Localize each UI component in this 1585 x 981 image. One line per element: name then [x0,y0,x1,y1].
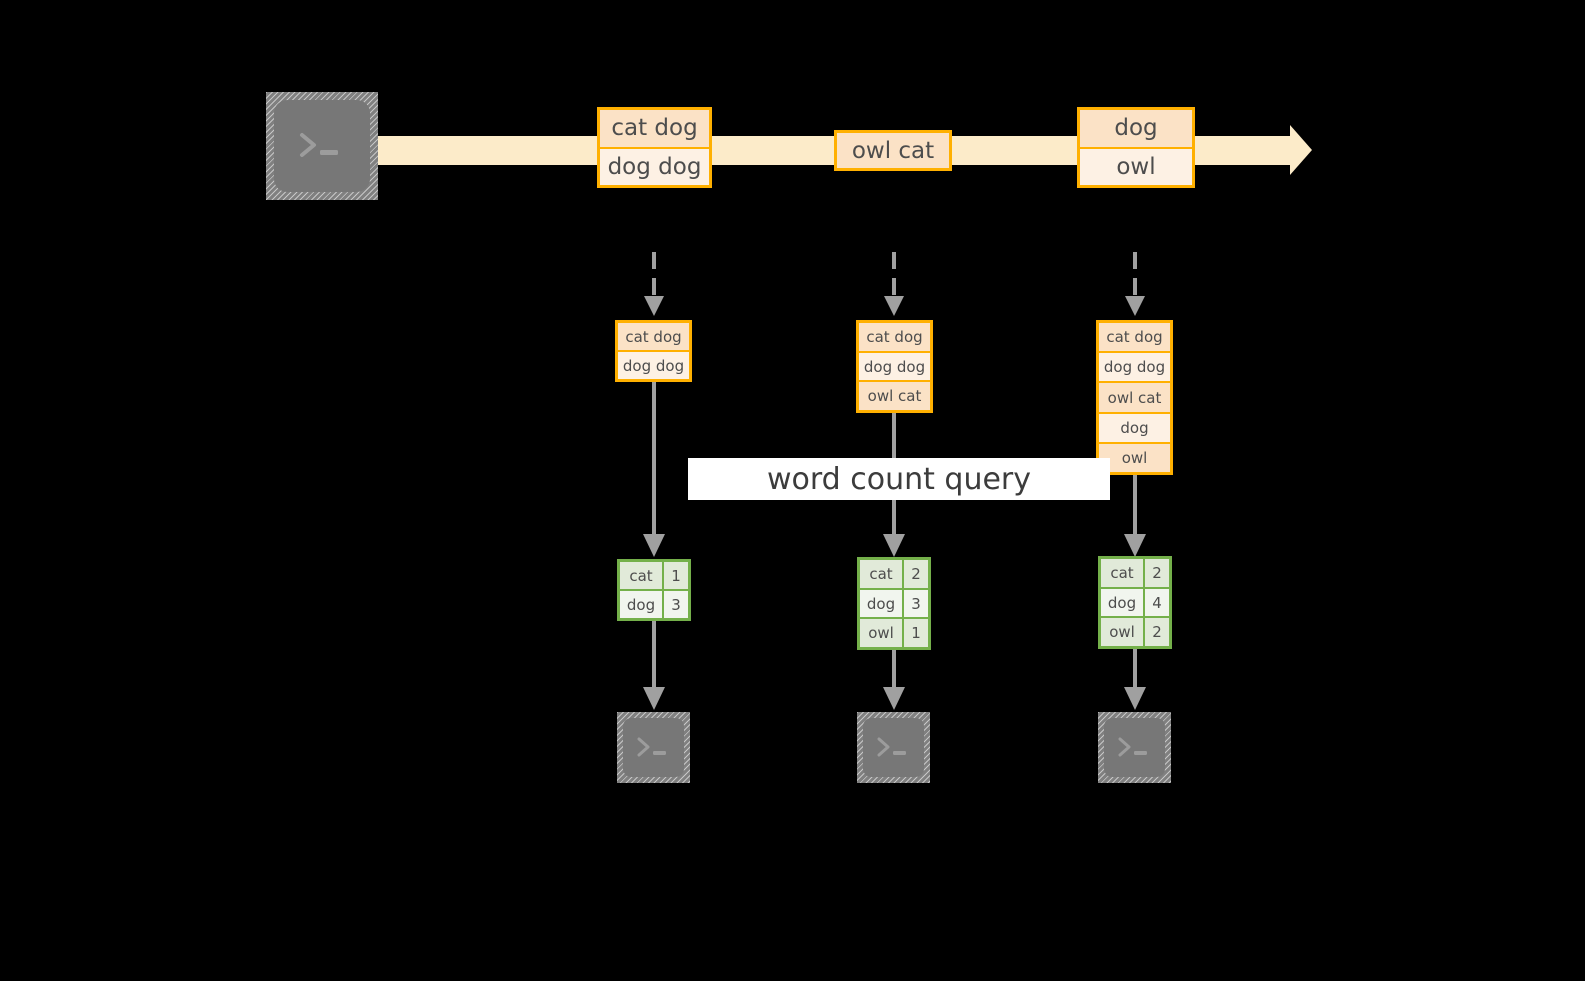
snapshot-2-input-buffer[interactable]: cat dog dog dog owl cat [856,320,933,413]
buffer-line: cat dog [618,323,689,350]
terminal-prompt-glyph [1118,737,1147,756]
record-line: dog dog [600,146,709,185]
query-arrow-1 [642,382,666,560]
query-arrow-3 [1123,475,1147,560]
snapshot-1-sink-terminal-icon[interactable] [617,712,690,783]
buffer-line: cat dog [1099,323,1170,352]
stream-arrowhead [1290,125,1312,175]
snapshot-1-result-table[interactable]: cat 1 dog 3 [617,559,691,621]
count-cell: 1 [911,624,921,643]
query-label: word count query [688,458,1110,500]
record-line: owl cat [837,133,949,168]
stream-record-1[interactable]: cat dog dog dog [597,107,712,188]
count-cell: 4 [1152,593,1162,612]
snapshot-3-sink-terminal-icon[interactable] [1098,712,1171,783]
count-cell: 2 [1152,563,1162,582]
snapshot-tap-arrow-2 [882,252,906,320]
sink-arrow-3 [1123,649,1147,713]
snapshot-2-sink-terminal-icon[interactable] [857,712,930,783]
terminal-prompt-glyph [637,737,666,756]
buffer-line: dog dog [859,350,930,381]
terminal-screen [1104,718,1165,777]
snapshot-2-result-table[interactable]: cat 2 dog 3 owl 1 [857,557,931,650]
table-row: owl 2 [1101,616,1169,647]
count-cell: 2 [911,564,921,583]
terminal-screen [623,718,684,777]
count-cell: 3 [671,595,681,614]
record-line: cat dog [600,110,709,147]
table-row: dog 3 [620,589,688,618]
table-row: dog 4 [1101,586,1169,617]
stream-record-2[interactable]: owl cat [834,130,952,171]
table-row: cat 1 [620,562,688,589]
stream-source-terminal-icon[interactable] [266,92,378,200]
record-line: dog [1080,110,1192,147]
buffer-line: cat dog [859,323,930,351]
word-cell: dog [1101,588,1145,617]
word-cell: dog [860,589,904,618]
sink-arrow-2 [882,650,906,713]
word-cell: cat [860,560,904,588]
terminal-prompt-glyph [877,737,906,756]
snapshot-tap-arrow-3 [1123,252,1147,320]
snapshot-1-input-buffer[interactable]: cat dog dog dog [615,320,692,382]
buffer-line: dog [1099,411,1170,442]
word-cell: cat [1101,559,1145,587]
word-cell: owl [1101,618,1145,647]
buffer-line: owl cat [859,380,930,411]
word-cell: owl [860,619,904,648]
stream-record-3[interactable]: dog owl [1077,107,1195,188]
table-row: owl 1 [860,617,928,648]
buffer-line: owl cat [1099,381,1170,412]
record-line: owl [1080,146,1192,185]
table-row: cat 2 [860,560,928,588]
table-row: dog 3 [860,587,928,618]
sink-arrow-1 [642,621,666,713]
snapshot-3-result-table[interactable]: cat 2 dog 4 owl 2 [1098,556,1172,649]
snapshot-3-input-buffer[interactable]: cat dog dog dog owl cat dog owl [1096,320,1173,475]
query-label-text: word count query [766,461,1032,497]
word-cell: cat [620,562,664,589]
table-row: cat 2 [1101,559,1169,587]
count-cell: 1 [671,566,681,585]
terminal-screen [863,718,924,777]
buffer-line: dog dog [1099,351,1170,382]
buffer-line: owl [1099,441,1170,473]
terminal-prompt-glyph [300,133,338,157]
snapshot-tap-arrow-1 [642,252,666,320]
buffer-line: dog dog [618,350,689,379]
count-cell: 2 [1152,623,1162,642]
count-cell: 3 [911,594,921,613]
word-cell: dog [620,591,664,618]
terminal-screen [274,100,370,192]
